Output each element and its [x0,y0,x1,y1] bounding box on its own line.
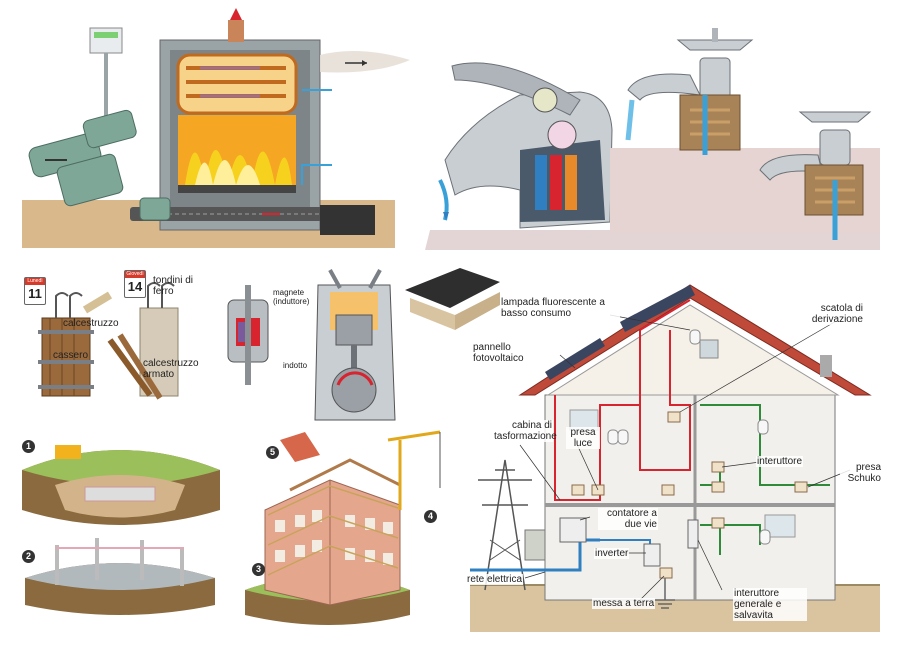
label-pannello-fotovoltaico: pannello fotovoltaico [472,342,542,364]
step-number-5: 5 [266,446,279,459]
calendar-thursday: Giovedì 14 [124,270,146,298]
label-contatore-a-due-vie: contatore a due vie [598,508,658,530]
label-rete-elettrica: rete elettrica [466,574,524,585]
calendar-day-number: 14 [127,279,143,294]
engine-cylinder-illustration [314,269,396,421]
calendar-weekday: Lunedì [25,278,45,285]
label-calcestruzzo-armato: calcestruzzo armato [143,358,199,380]
label-scatola-di-derivazione: scatola di derivazione [800,303,864,325]
label-inverter: inverter [594,548,630,559]
building-construction-illustration [245,430,441,625]
faucet-illustrations [610,28,880,240]
label-magnete: magnete (induttore) [273,288,310,306]
formwork-illustration [38,282,179,400]
house-electrical-illustration [470,284,880,632]
label-messa-a-terra: messa a terra [592,598,656,609]
roof-material-sample [405,268,500,330]
step-number-3: 3 [252,563,265,576]
calendar-monday: Lunedì 11 [24,277,46,305]
excavation-step-illustration [22,445,220,525]
step-number-4: 4 [424,510,437,523]
label-presa-schuko: presa Schuko [840,462,882,484]
label-interuttore: interuttore [756,456,804,467]
calendar-day-number: 11 [28,286,42,301]
mixer-tap-illustration [425,62,880,250]
foundation-step-illustration [25,538,215,615]
label-interuttore-generale: interuttore generale e salvavita [733,588,807,621]
step-number-1: 1 [22,440,35,453]
label-indotto: indotto [283,361,308,370]
step-number-2: 2 [22,550,35,563]
label-cassero: cassero [53,350,89,361]
label-calcestruzzo: calcestruzzo [63,318,119,329]
alternator-illustration [227,285,269,385]
label-presa-luce: presa luce [566,427,600,449]
calendar-weekday: Giovedì [125,271,145,278]
label-lampada-fluorescente: lampada fluorescente a basso consumo [500,297,620,319]
label-cabina-di-trasformazione: cabina di tasformazione [493,420,557,442]
boiler-illustration [22,8,410,248]
label-tondini-di-ferro: tondini di ferro [153,275,194,297]
